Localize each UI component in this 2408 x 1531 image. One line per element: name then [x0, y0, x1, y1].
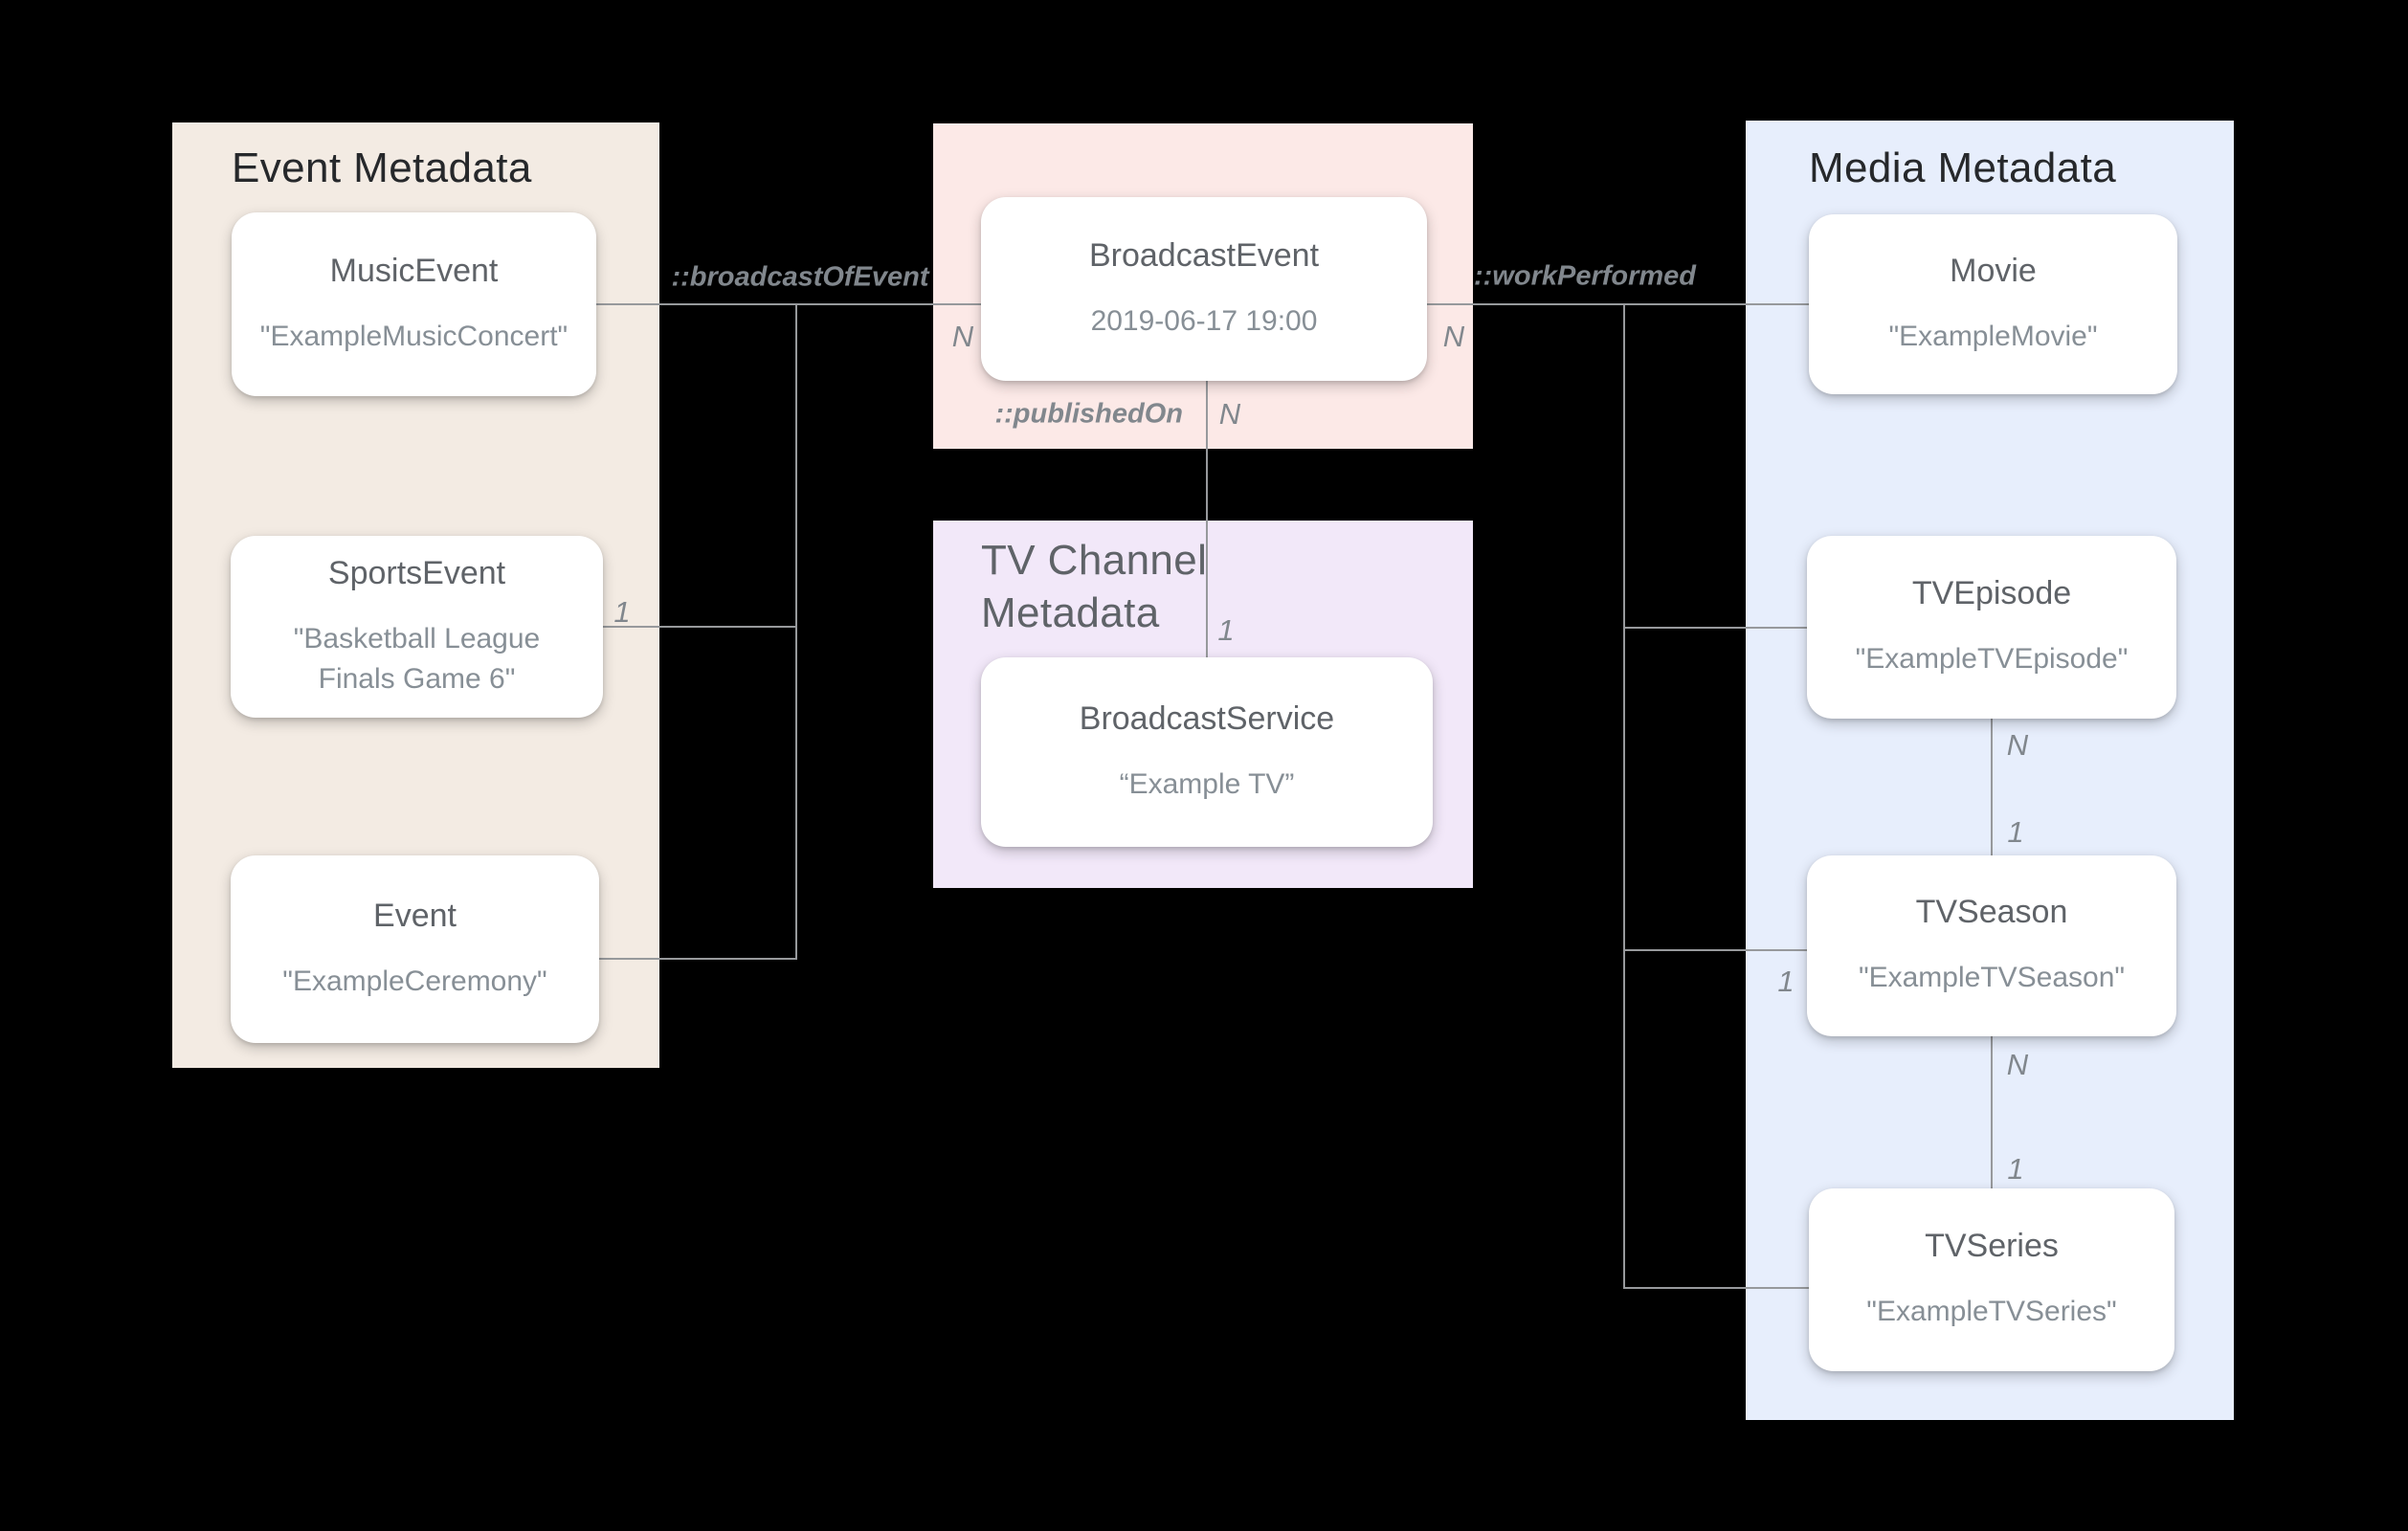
edge-label-publishedOn: ::publishedOn [994, 398, 1183, 430]
node-value: "ExampleTVSeason" [1858, 962, 2126, 993]
media-metadata-title: Media Metadata [1809, 144, 2117, 191]
node-movie: Movie "ExampleMovie" [1809, 214, 2177, 394]
node-title: TVSeason [1915, 894, 2068, 930]
node-title: SportsEvent [327, 554, 506, 591]
node-title: BroadcastEvent [1088, 236, 1320, 274]
node-value: "Basketball League Finals Game 6" [293, 622, 541, 695]
edge-left-junction-line [795, 303, 797, 960]
node-title: Event [373, 897, 457, 934]
edge-publishedOn-line [1206, 381, 1208, 657]
edge-tvseason-stub-line [1623, 949, 1807, 951]
edge-right-junction-line [1623, 303, 1625, 1289]
edge-workPerformed-main-line [1427, 303, 1809, 305]
cardinality-seasonSeries-N: N [2006, 1048, 2029, 1081]
edge-label-workPerformed: ::workPerformed [1473, 260, 1697, 292]
edge-season-series-line [1991, 1036, 1993, 1188]
node-value: "ExampleTVEpisode" [1855, 643, 2129, 675]
edge-tvseries-stub-line [1623, 1287, 1809, 1289]
node-value: "ExampleTVSeries" [1866, 1296, 2117, 1327]
node-value: "ExampleCeremony" [282, 965, 547, 997]
cardinality-episodeSeason-1: 1 [2007, 815, 2024, 849]
cardinality-broadcastOfEvent-N: N [951, 320, 974, 353]
cardinality-tvSeason-left-1: 1 [1777, 965, 1795, 998]
node-value: "ExampleMovie" [1888, 320, 2098, 352]
event-metadata-title: Event Metadata [232, 144, 532, 191]
cardinality-publishedOn-N: N [1218, 397, 1241, 431]
node-event: Event "ExampleCeremony" [231, 855, 599, 1043]
edge-label-broadcastOfEvent: ::broadcastOfEvent [671, 261, 929, 293]
node-broadcast-event: BroadcastEvent 2019-06-17 19:00 [981, 197, 1427, 381]
node-value: "ExampleMusicConcert" [259, 320, 569, 352]
edge-event-stub-line [599, 958, 797, 960]
edge-sportsevent-stub-line [603, 626, 797, 628]
node-tv-season: TVSeason "ExampleTVSeason" [1807, 855, 2176, 1036]
node-title: Movie [1950, 252, 2037, 289]
edge-broadcastOfEvent-main-line [596, 303, 984, 305]
node-broadcast-service: BroadcastService “Example TV” [981, 657, 1433, 847]
edge-tvepisode-stub-line [1623, 627, 1807, 629]
cardinality-workPerformed-N: N [1442, 320, 1465, 353]
node-tv-episode: TVEpisode "ExampleTVEpisode" [1807, 536, 2176, 719]
cardinality-sportsEvent-1: 1 [613, 595, 631, 629]
node-title: TVEpisode [1911, 575, 2072, 611]
node-value: 2019-06-17 19:00 [1090, 304, 1318, 337]
cardinality-episodeSeason-N: N [2006, 728, 2029, 762]
node-title: MusicEvent [329, 252, 499, 289]
node-title: BroadcastService [1079, 699, 1335, 737]
node-sports-event: SportsEvent "Basketball League Finals Ga… [231, 536, 603, 718]
node-tv-series: TVSeries "ExampleTVSeries" [1809, 1188, 2174, 1371]
tv-channel-metadata-title: TV Channel Metadata [981, 537, 1208, 636]
cardinality-publishedOn-1: 1 [1217, 613, 1235, 647]
node-music-event: MusicEvent "ExampleMusicConcert" [232, 212, 596, 396]
cardinality-seasonSeries-1: 1 [2007, 1152, 2024, 1186]
edge-episode-season-line [1991, 719, 1993, 855]
node-title: TVSeries [1925, 1228, 2059, 1264]
node-value: “Example TV” [1119, 767, 1295, 800]
